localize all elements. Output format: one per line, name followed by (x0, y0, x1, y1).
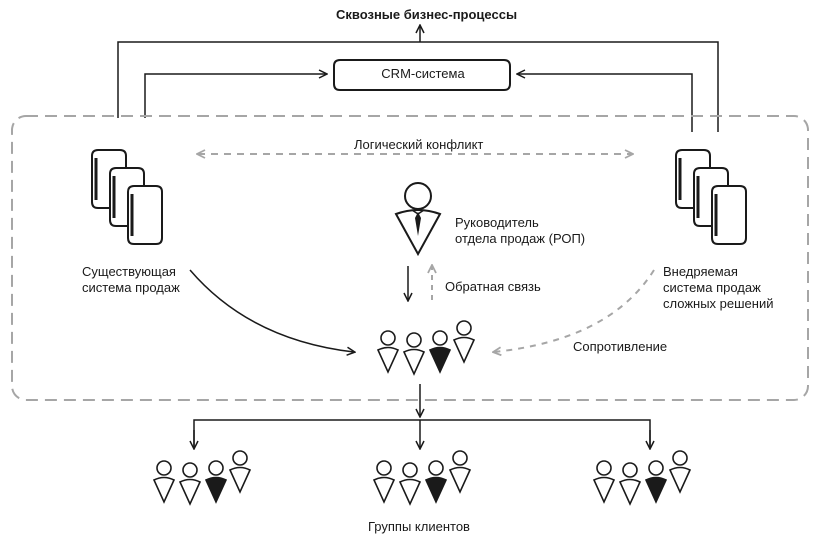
document-stack-icon (92, 150, 162, 244)
document-stack-icon (676, 150, 746, 244)
crm-box (333, 59, 511, 91)
clients-label: Группы клиентов (368, 519, 470, 534)
top-title: Сквозные бизнес-процессы (336, 7, 518, 22)
feedback-label: Обратная связь (445, 279, 541, 294)
sales-team-icon (378, 321, 474, 374)
client-group-icon (154, 451, 250, 504)
manager-icon (394, 182, 442, 257)
client-group-icon (374, 451, 470, 504)
company-frame (11, 115, 809, 401)
client-group-icon (594, 451, 690, 504)
conflict-label: Логический конфликт (354, 137, 484, 152)
resistance-label: Сопротивление (573, 339, 668, 354)
new-system-label: Внедряемая система продаж сложных решени… (663, 264, 774, 311)
manager-label: Руководитель отдела продаж (РОП) (455, 215, 586, 246)
existing-system-label: Существующая система продаж (82, 264, 180, 295)
crm-label: CRM-система (381, 66, 465, 81)
